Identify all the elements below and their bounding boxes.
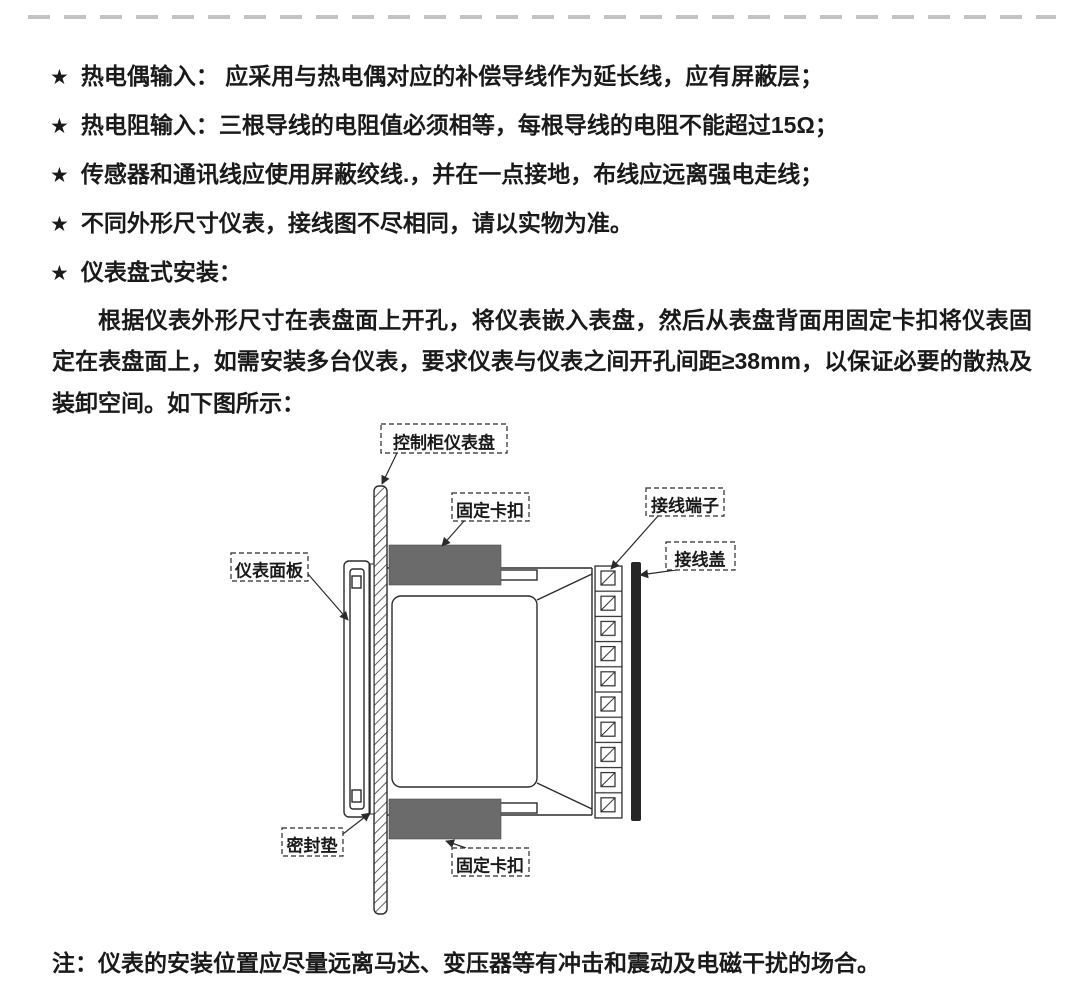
install-diagram: 控制柜仪表盘 固定卡扣 接线端子 接线盖 仪表面板 — [230, 423, 736, 915]
bullet-item: ★ 传感器和通讯线应使用屏蔽绞线.，并在一点接地，布线应远离强电走线； — [50, 158, 838, 192]
label-front-panel: 仪表面板 — [230, 552, 349, 621]
star-marker: ★ — [50, 66, 69, 89]
fixing-clip-bottom — [388, 798, 502, 840]
bullet-item: ★ 不同外形尺寸仪表，接线图不尽相同，请以实物为准。 — [50, 207, 838, 241]
label-front-panel-text: 仪表面板 — [234, 560, 304, 580]
label-cover: 接线盖 — [639, 541, 736, 579]
sealing-gasket — [368, 563, 375, 815]
label-cabinet-panel-text: 控制柜仪表盘 — [393, 432, 495, 452]
label-cabinet-panel: 控制柜仪表盘 — [380, 423, 508, 485]
bullet-item: ★ 热电偶输入： 应采用与热电偶对应的补偿导线作为延长线，应有屏蔽层； — [50, 60, 838, 94]
bullet-text: 热电阻输入：三根导线的电阻值必须相等，每根导线的电阻不能超过15Ω； — [80, 112, 838, 138]
top-divider — [28, 15, 1056, 19]
bullet-text: 仪表盘式安装： — [80, 259, 242, 285]
label-fixing-clip-bottom-text: 固定卡扣 — [456, 855, 524, 875]
terminal-cover — [631, 562, 641, 821]
cabinet-panel — [373, 485, 388, 915]
bullet-text: 不同外形尺寸仪表，接线图不尽相同，请以实物为准。 — [80, 210, 633, 236]
label-fixing-clip-top-text: 固定卡扣 — [456, 500, 524, 520]
label-fixing-clip-top: 固定卡扣 — [441, 492, 530, 547]
label-cover-text: 接线盖 — [675, 549, 726, 569]
bullet-item: ★ 热电阻输入：三根导线的电阻值必须相等，每根导线的电阻不能超过15Ω； — [50, 109, 838, 143]
bullet-text: 传感器和通讯线应使用屏蔽绞线.，并在一点接地，布线应远离强电走线； — [80, 161, 824, 187]
bullet-item: ★ 仪表盘式安装： — [50, 256, 838, 290]
star-marker: ★ — [50, 115, 69, 138]
label-gasket: 密封垫 — [281, 812, 371, 857]
label-terminal: 接线端子 — [610, 487, 725, 570]
label-gasket-text: 密封垫 — [287, 835, 338, 855]
star-marker: ★ — [50, 213, 69, 236]
fixing-clip-top — [388, 544, 502, 586]
star-marker: ★ — [50, 262, 69, 285]
bullet-text: 热电偶输入： 应采用与热电偶对应的补偿导线作为延长线，应有屏蔽层； — [80, 63, 824, 89]
label-terminal-text: 接线端子 — [651, 495, 719, 515]
star-marker: ★ — [50, 164, 69, 187]
front-bezel — [343, 560, 371, 818]
instrument-body — [387, 567, 593, 816]
label-fixing-clip-bottom: 固定卡扣 — [445, 839, 530, 877]
bullet-list: ★ 热电偶输入： 应采用与热电偶对应的补偿导线作为延长线，应有屏蔽层； ★ 热电… — [50, 60, 838, 290]
body-paragraph: 根据仪表外形尺寸在表盘面上开孔，将仪表嵌入表盘，然后从表盘背面用固定卡扣将仪表固… — [52, 307, 1032, 416]
terminal-strip — [594, 565, 623, 819]
note-text: 注：仪表的安装位置应尽量远离马达、变压器等有冲击和震动及电磁干扰的场合。 — [52, 950, 880, 976]
